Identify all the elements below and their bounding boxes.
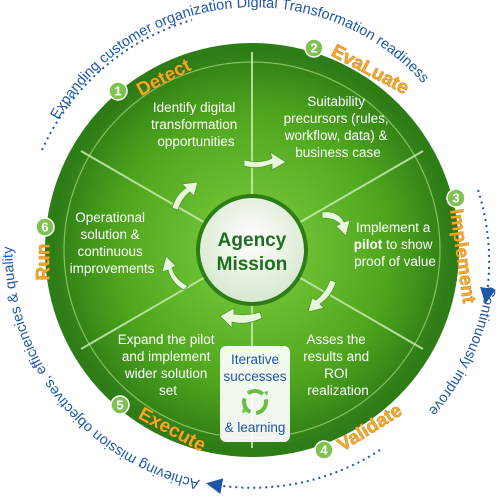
iterative-callout: Iterative successes & learning (220, 346, 290, 442)
step-3-line-2: pilot to show (354, 237, 433, 252)
step-4-line-1: Asses the (306, 332, 365, 347)
step-1-line-1: Identify digital (153, 100, 236, 115)
step-1-line-2: transformation (151, 117, 237, 132)
step-3-pilot-word: pilot (354, 237, 383, 252)
center-line-1: Agency (218, 230, 287, 251)
step-5-line-1: Expand the pilot (118, 332, 215, 347)
outer-dotted-arrows (41, 19, 496, 495)
badge-4 (314, 440, 334, 460)
segment-arrows (161, 151, 351, 329)
iterative-line-2: successes (223, 369, 286, 384)
iterative-box (220, 346, 290, 442)
step-2-line-3: workflow, data) & (284, 128, 388, 143)
step-6-title: Run (34, 244, 55, 281)
step-6-line-4: improvements (70, 261, 155, 276)
step-6-number: 6 (41, 220, 48, 235)
step-5-text: Expand the pilot and implement wider sol… (118, 332, 219, 398)
badge-5 (110, 395, 130, 415)
badge-6 (35, 217, 55, 237)
step-4-line-3: ROI (324, 366, 348, 381)
step-6-line-1: Operational (75, 210, 145, 225)
step-3-line-3: proof of value (354, 254, 436, 269)
step-number-badges: 1 2 3 4 5 6 (35, 38, 466, 460)
step-5-line-2: and implement (122, 349, 211, 364)
step-6-line-2: solution & (80, 227, 139, 242)
step-4-number: 4 (320, 443, 328, 458)
iterative-line-3: & learning (225, 420, 286, 435)
step-3-line-2-rest: to show (382, 237, 433, 252)
step-1-number: 1 (114, 84, 121, 99)
step-2-line-2: precursors (rules, (284, 111, 389, 126)
step-3-number: 3 (452, 191, 459, 206)
center-circle (200, 198, 304, 302)
step-4-line-2: results and (303, 349, 369, 364)
badge-3 (446, 188, 466, 208)
step-4-line-4: realization (307, 383, 369, 398)
step-5-line-3: wider solution (124, 366, 208, 381)
step-3-line-1: Implement a (356, 220, 431, 235)
step-2-line-4: business case (295, 145, 381, 160)
badge-1 (108, 81, 128, 101)
step-1-text: Identify digital transformation opportun… (151, 100, 241, 149)
iterative-line-1: Iterative (231, 352, 279, 367)
step-6-text: Operational solution & continuous improv… (70, 210, 155, 276)
step-2-number: 2 (310, 41, 317, 56)
step-4-text: Asses the results and ROI realization (303, 332, 373, 398)
step-5-number: 5 (116, 398, 123, 413)
step-3-text: Implement a pilot to show proof of value (354, 220, 437, 269)
step-6-line-3: continuous (77, 244, 143, 259)
cycle-icon (242, 389, 268, 415)
center-line-2: Mission (217, 254, 288, 275)
badge-2 (304, 38, 324, 58)
step-2-line-1: Suitability (307, 94, 365, 109)
step-1-line-3: opportunities (157, 134, 235, 149)
step-2-text: Suitability precursors (rules, workflow,… (284, 94, 393, 160)
step-5-line-4: set (159, 383, 177, 398)
